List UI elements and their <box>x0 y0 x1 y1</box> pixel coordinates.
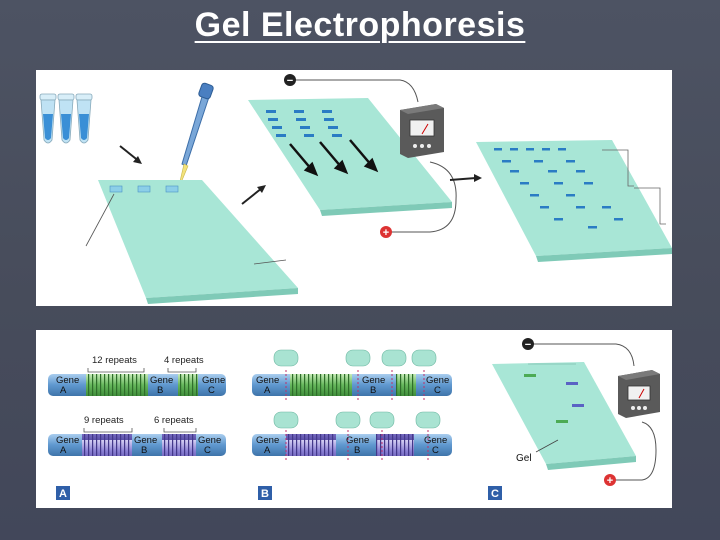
gene-label: Gene <box>134 435 157 446</box>
arrow-icon <box>241 185 266 205</box>
gene-label: C <box>434 385 441 396</box>
gene-label: Gene <box>362 375 385 386</box>
gel-slab-running <box>248 98 452 216</box>
positive-terminal: + <box>380 226 392 239</box>
gene-label: Gene <box>346 435 369 446</box>
gene-label: Gene <box>256 375 279 386</box>
arrow-icon <box>449 174 482 182</box>
gene-label: Gene <box>426 375 449 386</box>
gene-label: Gene <box>424 435 447 446</box>
repeats-label: 4 repeats <box>164 355 204 366</box>
power-supply-icon <box>618 370 660 418</box>
arrow-icon <box>119 145 142 164</box>
electrode-wires <box>294 79 457 233</box>
repeats-label: 9 repeats <box>84 415 124 426</box>
gene-label: A <box>264 385 271 396</box>
gene-label: A <box>60 385 67 396</box>
panel-b: Gene A Gene B Gene C Gene A Gene B Gene … <box>252 349 452 500</box>
gene-label: Gene <box>202 375 225 386</box>
panel-a: 12 repeats 4 repeats Gene A Gene B Gene … <box>48 355 226 500</box>
gene-label: Gene <box>56 435 79 446</box>
page-title: Gel Electrophoresis <box>194 6 526 44</box>
gene-label: C <box>204 445 211 456</box>
panel-letter: C <box>491 488 499 500</box>
str-illustration: 12 repeats 4 repeats Gene A Gene B Gene … <box>36 330 672 508</box>
procedure-illustration: − + <box>36 70 672 306</box>
gene-label: C <box>208 385 215 396</box>
gel-label: Gel <box>516 453 532 464</box>
gene-label: B <box>370 385 376 396</box>
pipette-icon <box>177 82 214 191</box>
panel-c: Gel − + C <box>488 338 660 500</box>
panel-letter: B <box>261 488 269 500</box>
panel-letter: A <box>59 488 67 500</box>
minus-sign: − <box>287 75 293 87</box>
gel-slab-result <box>476 140 672 262</box>
gene-label: Gene <box>150 375 173 386</box>
gene-label: Gene <box>256 435 279 446</box>
str-svg: 12 repeats 4 repeats Gene A Gene B Gene … <box>48 338 660 500</box>
sample-tubes-icon <box>39 93 93 144</box>
gel-slab-loading <box>85 180 298 304</box>
gene-label: Gene <box>56 375 79 386</box>
power-supply-icon <box>400 104 444 158</box>
gene-label: B <box>157 385 163 396</box>
repeats-label: 6 repeats <box>154 415 194 426</box>
gene-label: B <box>354 445 360 456</box>
gene-label: Gene <box>198 435 221 446</box>
minus-sign: − <box>525 339 531 351</box>
plus-sign: + <box>383 227 389 239</box>
gene-label: A <box>60 445 67 456</box>
negative-terminal: − <box>284 74 296 87</box>
gene-label: A <box>264 445 271 456</box>
procedure-svg: − + <box>39 74 672 304</box>
gene-label: C <box>432 445 439 456</box>
repeats-label: 12 repeats <box>92 355 137 366</box>
plus-sign: + <box>607 475 613 487</box>
gene-label: B <box>141 445 147 456</box>
